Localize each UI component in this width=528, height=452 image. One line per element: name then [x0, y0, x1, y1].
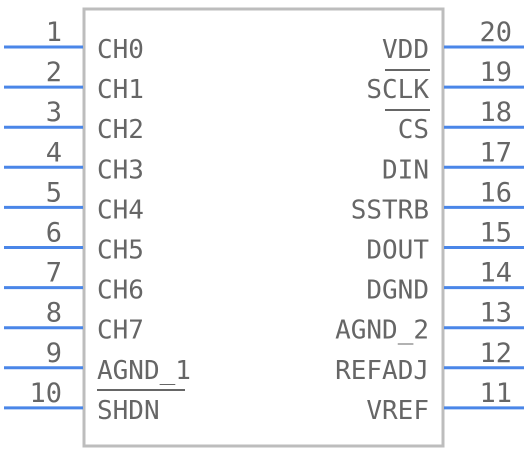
pin-19-number: 19: [479, 57, 512, 88]
pin-2-name: CH1: [97, 75, 144, 105]
pin-18-number: 18: [479, 97, 512, 128]
pin-16-name: SSTRB: [351, 195, 429, 225]
pin-13-number: 13: [479, 298, 512, 329]
pin-10-name: SHDN: [97, 396, 160, 426]
pin-8-number: 8: [46, 298, 62, 329]
pin-19-name: SCLK: [366, 75, 429, 105]
pin-10-number: 10: [29, 378, 62, 409]
pin-20-name: VDD: [382, 35, 429, 65]
pin-7-name: CH6: [97, 276, 144, 306]
pin-7-number: 7: [46, 258, 62, 289]
pin-15-number: 15: [479, 218, 512, 249]
pin-9-name: AGND_1: [97, 356, 191, 386]
pin-1-number: 1: [46, 17, 62, 48]
pin-6-number: 6: [46, 218, 62, 249]
pin-3-name: CH2: [97, 115, 144, 145]
pin-2-number: 2: [46, 57, 62, 88]
pin-12-name: REFADJ: [335, 356, 429, 386]
pin-4-number: 4: [46, 137, 62, 168]
pin-17-name: DIN: [382, 155, 429, 185]
pin-3-number: 3: [46, 97, 62, 128]
pin-5-name: CH4: [97, 195, 144, 225]
pin-5-number: 5: [46, 177, 62, 208]
pin-15-name: DOUT: [366, 236, 429, 266]
pin-9-number: 9: [46, 338, 62, 369]
pin-14-name: DGND: [366, 276, 429, 306]
pin-1-name: CH0: [97, 35, 144, 65]
pin-14-number: 14: [479, 258, 512, 289]
pin-8-name: CH7: [97, 316, 144, 346]
pin-12-number: 12: [479, 338, 512, 369]
pin-13-name: AGND_2: [335, 316, 429, 346]
pin-6-name: CH5: [97, 236, 144, 266]
pin-11-name: VREF: [366, 396, 429, 426]
pin-18-name: CS: [398, 115, 429, 145]
pin-11-number: 11: [479, 378, 512, 409]
pin-16-number: 16: [479, 177, 512, 208]
pin-4-name: CH3: [97, 155, 144, 185]
pin-17-number: 17: [479, 137, 512, 168]
ic-body: [82, 7, 445, 448]
pin-20-number: 20: [479, 17, 512, 48]
